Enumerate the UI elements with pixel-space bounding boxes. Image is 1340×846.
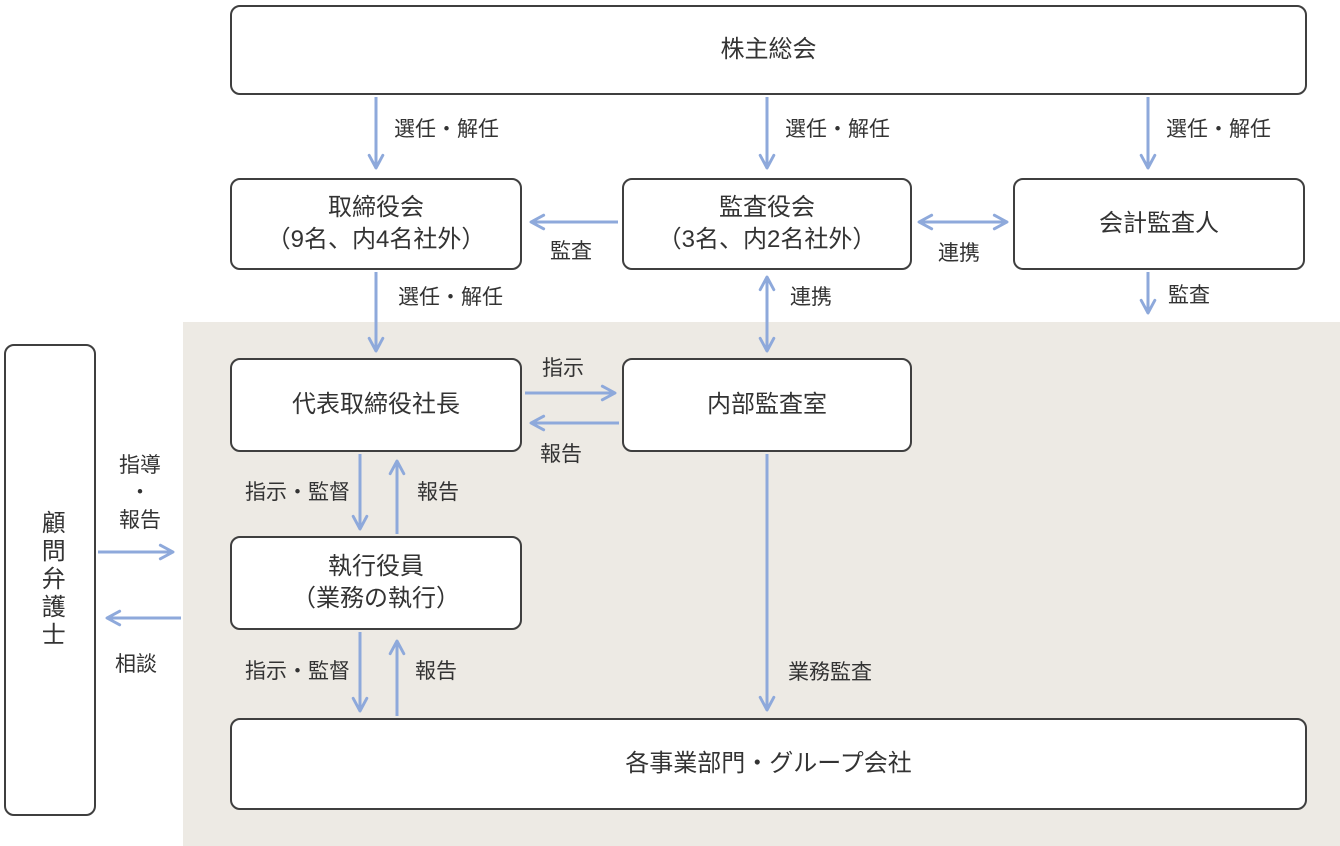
node-internal-audit-office: 内部監査室 (622, 358, 912, 452)
edge-label-elect-dismiss-president: 選任・解任 (398, 286, 503, 309)
node-president-label: 代表取締役社長 (292, 390, 460, 418)
edge-label-instruct-supervise-2: 指示・監督 (245, 660, 350, 683)
node-audit-board-label-line2: （3名、内2名社外） (657, 226, 877, 253)
edge-label-guidance-report: 指導 ・ 報告 (119, 454, 161, 532)
node-board-label-line2: （9名、内4名社外） (266, 226, 486, 253)
edge-label-accounting-audit-down: 監査 (1168, 284, 1210, 307)
edge-label-audit-board-audits-board: 監査 (550, 240, 592, 263)
node-corporate-lawyer: 顧問弁護士 (4, 344, 96, 816)
edge-label-elect-dismiss-audit-board: 選任・解任 (785, 118, 890, 141)
node-board-of-directors: 取締役会 （9名、内4名社外） (230, 178, 522, 270)
edge-label-report-internal-audit: 報告 (540, 443, 582, 466)
node-audit-board: 監査役会 （3名、内2名社外） (622, 178, 912, 270)
edge-label-instruction: 指示 (542, 357, 584, 380)
node-accounting-auditor: 会計監査人 (1013, 178, 1305, 270)
edge-label-report-2: 報告 (415, 660, 457, 683)
node-executive-officers: 執行役員 （業務の執行） (230, 536, 522, 630)
edge-label-elect-dismiss-accounting-auditor: 選任・解任 (1166, 118, 1271, 141)
node-executive-officers-label-line1: 執行役員 (328, 552, 424, 580)
node-shareholders-label: 株主総会 (720, 35, 817, 63)
edge-label-report-1: 報告 (417, 481, 459, 504)
edge-label-elect-dismiss-board: 選任・解任 (394, 118, 499, 141)
edge-label-cooperation-accounting-auditor: 連携 (938, 242, 980, 265)
edge-label-cooperation-internal-audit: 連携 (790, 286, 832, 309)
edge-label-instruct-supervise-1: 指示・監督 (245, 481, 350, 504)
node-divisions-group-companies: 各事業部門・グループ会社 (230, 718, 1307, 810)
edge-label-consultation: 相談 (115, 653, 157, 676)
node-corporate-lawyer-label: 顧問弁護士 (37, 510, 65, 650)
node-shareholders: 株主総会 (230, 5, 1307, 95)
node-internal-audit-office-label: 内部監査室 (707, 390, 827, 418)
node-divisions-label: 各事業部門・グループ会社 (625, 749, 912, 777)
node-audit-board-label-line1: 監査役会 (719, 193, 815, 221)
edge-label-operational-audit: 業務監査 (788, 661, 872, 684)
node-president: 代表取締役社長 (230, 358, 522, 452)
node-executive-officers-label-line2: （業務の執行） (292, 585, 460, 612)
node-accounting-auditor-label: 会計監査人 (1099, 209, 1219, 237)
node-board-label-line1: 取締役会 (328, 193, 424, 221)
